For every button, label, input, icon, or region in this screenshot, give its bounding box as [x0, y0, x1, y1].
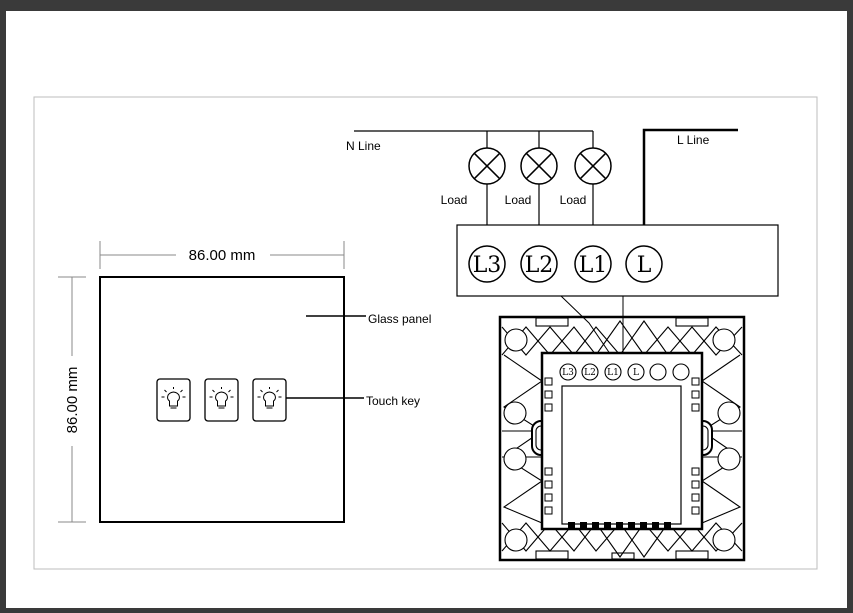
drawing-sheet: 86.00 mm 86.00 mm Glass panel Touch key — [6, 11, 847, 608]
load-label: Load — [441, 193, 468, 207]
touch-key — [252, 378, 287, 422]
n-line-label: N Line — [346, 139, 381, 153]
touch-key-label: Touch key — [366, 394, 420, 408]
height-dimension — [58, 276, 86, 523]
touch-key — [204, 378, 239, 422]
wiring-schematic: N Line L Line Load Load Load L3 L2 — [346, 128, 779, 368]
module-terminal-label: L1 — [607, 368, 619, 378]
module-frame — [498, 315, 746, 562]
switch-module-back — [498, 315, 746, 562]
terminal-l1: L1 — [574, 245, 612, 283]
module-terminal-label: L3 — [562, 368, 574, 378]
inner-frame — [33, 96, 818, 570]
wiring-diagram: 86.00 mm 86.00 mm Glass panel Touch key — [33, 96, 818, 570]
svg-text:L1: L1 — [579, 253, 608, 278]
lamp-icon — [468, 147, 506, 185]
svg-text:L3: L3 — [473, 253, 502, 278]
load-label: Load — [505, 193, 532, 207]
glass-panel-label: Glass panel — [368, 312, 431, 326]
svg-text:L2: L2 — [525, 253, 554, 278]
svg-text:L: L — [637, 253, 652, 278]
module-terminal-label: L — [633, 368, 639, 378]
terminal-block — [456, 224, 779, 297]
terminal-l2: L2 — [520, 245, 558, 283]
width-dimension-label: 86.00 mm — [189, 247, 256, 264]
switch-front-view: 86.00 mm 86.00 mm Glass panel Touch key — [58, 241, 431, 523]
height-dimension-label: 86.00 mm — [64, 367, 81, 434]
lamp-icon — [574, 147, 612, 185]
module-terminal-label: L2 — [584, 368, 596, 378]
width-dimension — [99, 241, 345, 269]
touch-key — [156, 378, 191, 422]
terminal-l3: L3 — [468, 245, 506, 283]
terminal-l: L — [625, 245, 663, 283]
load-label: Load — [560, 193, 587, 207]
lamp-icon — [520, 147, 558, 185]
l-line-label: L Line — [677, 133, 710, 147]
l-line-wire — [642, 128, 738, 244]
